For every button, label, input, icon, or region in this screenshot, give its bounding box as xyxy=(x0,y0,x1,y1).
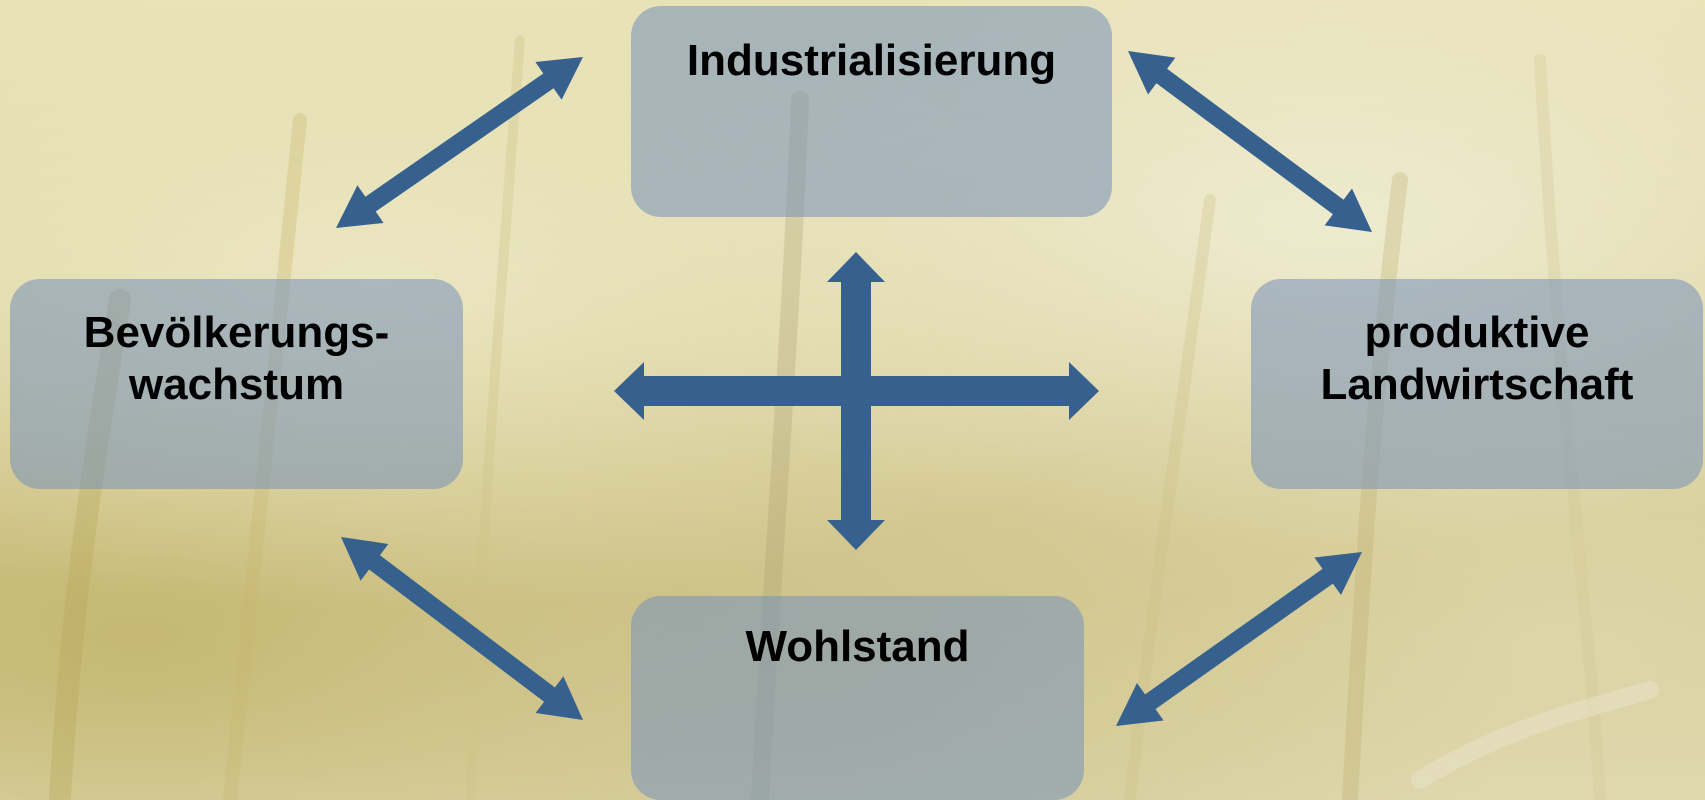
node-label-industrialisierung: Industrialisierung xyxy=(686,36,1057,85)
node-label-bevoelkerungswachstum-line1: Bevölkerungs- xyxy=(83,308,390,357)
node-label-landwirtschaft-line1: produktive xyxy=(1364,308,1590,357)
arrow-bottom-right xyxy=(1116,552,1362,726)
node-wohlstand: Wohlstand xyxy=(631,596,1084,800)
node-label-landwirtschaft-line2: Landwirtschaft xyxy=(1320,360,1634,409)
node-produktive-landwirtschaft: produktive Landwirtschaft xyxy=(1251,279,1703,489)
node-label-bevoelkerungswachstum-line2: wachstum xyxy=(128,360,345,409)
node-industrialisierung: Industrialisierung xyxy=(631,6,1112,217)
arrow-bottom-left xyxy=(341,537,583,720)
arrow-center-vertical xyxy=(827,252,885,550)
node-label-wohlstand: Wohlstand xyxy=(745,622,970,671)
arrow-top-right xyxy=(1128,51,1372,232)
node-bevoelkerungswachstum: Bevölkerungs- wachstum xyxy=(10,279,463,489)
arrow-top-left xyxy=(336,57,583,228)
